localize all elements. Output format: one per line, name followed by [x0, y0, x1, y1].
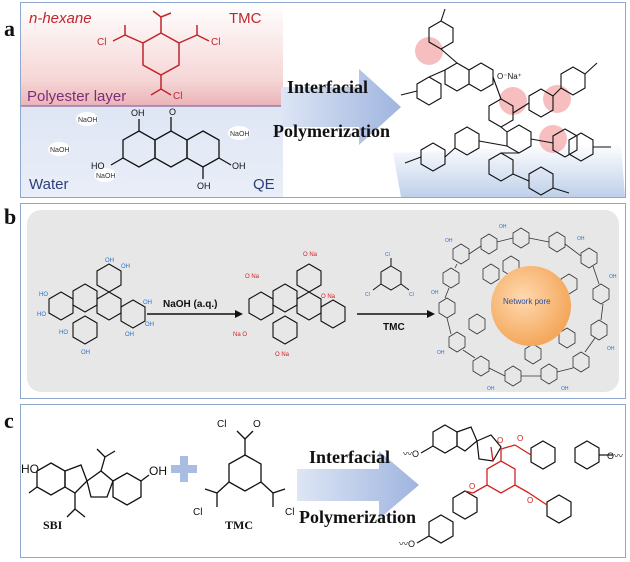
qe-oh-2: OH: [232, 161, 246, 171]
svg-text:OH: OH: [81, 350, 90, 356]
sodium-phenolates: O Na O Na Na O O Na O Na: [233, 252, 336, 358]
polyphenol-hydroxyls: HO HO HO OH OH OH OH OH OH: [37, 258, 154, 356]
svg-text:Na O: Na O: [233, 332, 247, 338]
panel-label-b: b: [4, 204, 17, 229]
deprotonated-polyphenol: [248, 263, 346, 345]
svg-text:OH: OH: [499, 224, 507, 230]
polyester-network: [400, 8, 611, 196]
ester-o-1: O: [497, 436, 503, 445]
polymer-end-right: O〰: [607, 451, 623, 461]
arrow-text-a-1: Interfacial: [287, 77, 368, 97]
tmc-c-cl-1: Cl: [217, 419, 226, 430]
svg-text:OH: OH: [561, 386, 569, 392]
sbi-label: SBI: [43, 518, 63, 532]
interfacial-polymerization-arrow-c: [297, 451, 419, 519]
quercetin-molecule: [110, 117, 232, 179]
polyester-layer-label: Polyester layer: [27, 88, 126, 105]
tmc-b-cl-2: Cl: [365, 292, 370, 298]
plus-icon: [171, 456, 197, 482]
sbi-molecule: [28, 448, 150, 518]
arrow-text-c-2: Polymerization: [299, 507, 416, 527]
svg-text:OH: OH: [143, 300, 152, 306]
polyester-product: [416, 424, 613, 544]
svg-text:NaOH: NaOH: [78, 117, 97, 124]
panel-c-figure: HO OH SBI Cl O Cl Cl TMC Interfacial Pol…: [21, 419, 623, 549]
svg-text:NaOH: NaOH: [50, 147, 69, 154]
panel-label-c: c: [4, 408, 14, 433]
tmc-cl-3: Cl: [173, 91, 182, 102]
svg-text:O Na: O Na: [275, 352, 290, 358]
qe-label: QE: [253, 176, 275, 193]
panel-label-a: a: [4, 16, 15, 41]
sbi-ho: HO: [21, 462, 39, 476]
panel-b-background: [27, 210, 619, 392]
highlight-circles: [415, 37, 571, 153]
reaction-arrowhead-b-2: [427, 310, 435, 318]
tmc-cl-1: Cl: [97, 37, 106, 48]
svg-text:HO: HO: [37, 312, 46, 318]
naoh-reagent-label: NaOH (a.q.): [163, 299, 217, 310]
svg-text:NaOH: NaOH: [230, 131, 249, 138]
reaction-arrowhead-b-1: [235, 310, 243, 318]
tmc-reagent-label: TMC: [383, 322, 405, 333]
panel-a: n-hexane TMC Polyester layer Water QE Cl…: [20, 2, 626, 198]
svg-text:OH: OH: [437, 350, 445, 356]
ester-o-2: O: [517, 434, 523, 443]
tmc-c-o: O: [253, 419, 261, 430]
tmc-molecule-b: [372, 258, 410, 291]
svg-text:OH: OH: [125, 332, 134, 338]
svg-text:OH: OH: [487, 386, 495, 392]
svg-text:OH: OH: [431, 290, 439, 296]
ester-o-3: O: [527, 496, 533, 505]
svg-text:NaOH: NaOH: [96, 173, 115, 180]
tmc-c-cl-2: Cl: [193, 507, 202, 518]
network-pore-label: Network pore: [503, 297, 551, 306]
svg-text:OH: OH: [607, 346, 615, 352]
svg-text:O Na: O Na: [303, 252, 318, 258]
panel-a-figure: n-hexane TMC Polyester layer Water QE Cl…: [21, 3, 625, 197]
svg-text:HO: HO: [39, 292, 48, 298]
svg-text:OH: OH: [145, 322, 154, 328]
tmc-molecule-a: [112, 10, 210, 96]
svg-text:OH: OH: [445, 238, 453, 244]
panel-c: HO OH SBI Cl O Cl Cl TMC Interfacial Pol…: [20, 404, 626, 558]
ester-o-4: O: [469, 482, 475, 491]
tmc-b-cl-3: Cl: [409, 292, 414, 298]
qe-oh-1: OH: [131, 108, 145, 118]
polymer-end-left-bottom: 〰O: [399, 539, 415, 549]
water-label: Water: [29, 176, 68, 193]
qe-oh-3: OH: [197, 181, 211, 191]
network-pore: [491, 266, 571, 346]
polyphenol-molecule: [48, 263, 146, 345]
svg-text:OH: OH: [121, 264, 130, 270]
svg-text:HO: HO: [59, 330, 68, 336]
hexane-phase: [21, 3, 283, 106]
qe-ho: HO: [91, 161, 105, 171]
tmc-cl-2: Cl: [211, 37, 220, 48]
network-hydroxyls: OH OH OH OH OH OH OH OH OH: [431, 224, 617, 392]
svg-text:O Na: O Na: [245, 274, 260, 280]
ester-linkages: [464, 444, 548, 506]
tmc-molecule-c: [204, 430, 286, 507]
tmc-label-a: TMC: [229, 10, 262, 27]
tmc-c-cl-3: Cl: [285, 507, 294, 518]
svg-text:OH: OH: [609, 274, 617, 280]
svg-text:OH: OH: [577, 236, 585, 242]
tmc-b-cl-1: Cl: [385, 252, 390, 258]
arrow-text-c-1: Interfacial: [309, 447, 390, 467]
arrow-text-a-2: Polymerization: [273, 121, 390, 141]
membrane-floor: [393, 143, 625, 197]
svg-text:O Na: O Na: [321, 294, 336, 300]
sbi-oh: OH: [149, 464, 167, 478]
svg-text:OH: OH: [105, 258, 114, 264]
tmc-label-c: TMC: [225, 518, 253, 532]
naoh-droplets: NaOH NaOH NaOH NaOH: [48, 112, 250, 182]
polymer-end-left-top: 〰O: [403, 449, 419, 459]
qe-o: O: [169, 107, 176, 117]
na-label: O⁻Na⁺: [497, 72, 522, 81]
interfacial-polymerization-arrow: [281, 69, 401, 145]
hexane-label: n-hexane: [29, 10, 92, 27]
